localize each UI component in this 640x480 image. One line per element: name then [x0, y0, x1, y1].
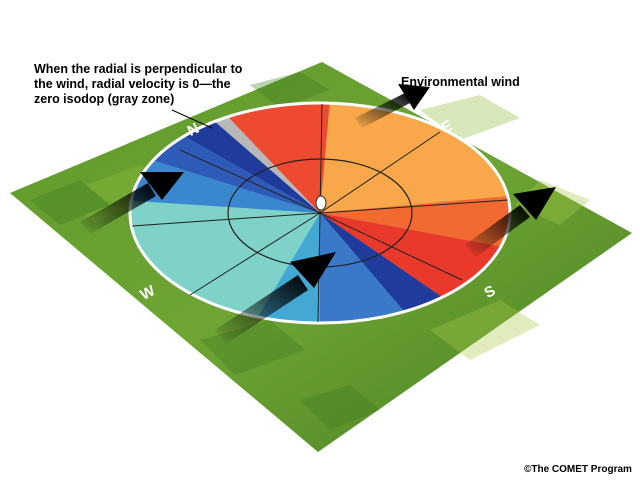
copyright-credit: ©The COMET Program — [524, 464, 632, 475]
wind-arrow-top — [355, 84, 430, 128]
radials — [131, 103, 509, 323]
wind-arrow-south — [215, 252, 336, 344]
radar-site — [315, 195, 327, 211]
callout-leader-line — [171, 109, 213, 129]
inbound-mid-se — [320, 213, 420, 323]
wind-arrow-east — [465, 187, 556, 257]
inbound-mid-west — [130, 150, 320, 213]
outbound-mid-sector — [320, 195, 510, 250]
environmental-wind-label: Environmental wind — [401, 75, 520, 89]
zero-isodop-callout: When the radial is perpendicular to the … — [34, 62, 243, 106]
wind-arrows — [80, 84, 556, 344]
wind-arrow-west — [80, 172, 184, 234]
